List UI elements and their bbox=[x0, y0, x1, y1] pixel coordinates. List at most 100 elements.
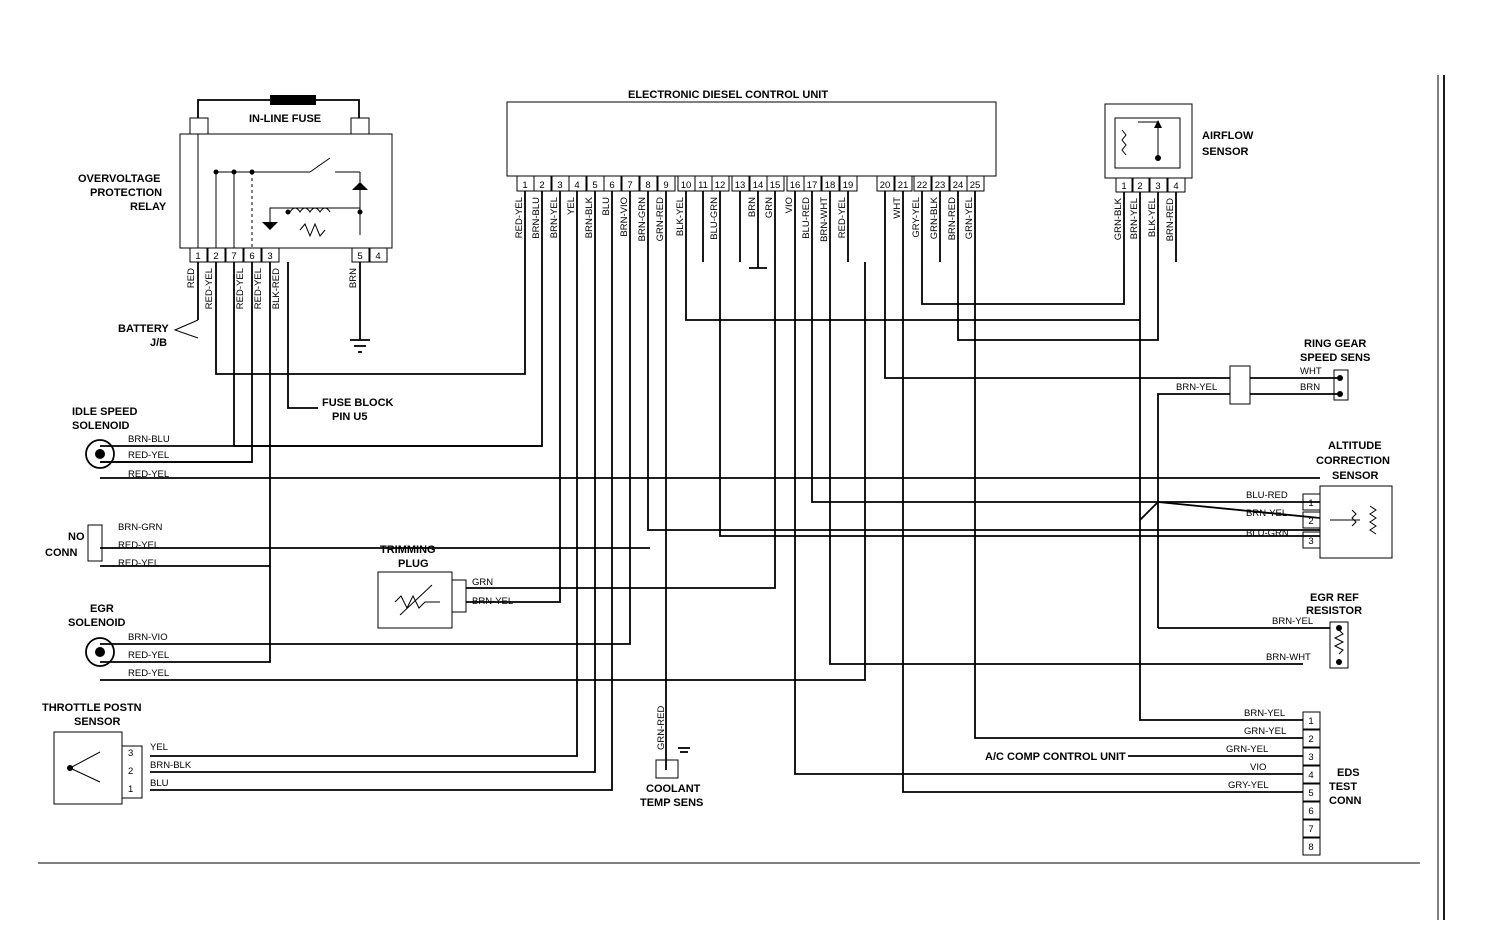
tps-wire-label: BRN-BLK bbox=[150, 760, 192, 771]
ecu-pin-number: 15 bbox=[770, 180, 781, 191]
tps-symbol bbox=[53, 731, 143, 805]
airflow-wire-label: GRN-BLK bbox=[1113, 197, 1124, 240]
ring-label-2: SPEED SENS bbox=[1300, 352, 1370, 364]
coolant-sensor-symbol bbox=[655, 747, 690, 779]
ecu-pin-row: 1RED-YEL2BRN-BLU3BRN-YEL4YEL5BRN-BLK6BLU… bbox=[514, 175, 985, 262]
ecu-pin-number: 8 bbox=[645, 180, 650, 191]
ecu-wire-label: BRN-VIO bbox=[619, 197, 630, 237]
ecu-pin-number: 17 bbox=[807, 180, 818, 191]
alt-label-2: CORRECTION bbox=[1316, 455, 1390, 467]
ecu-pin-number: 6 bbox=[609, 180, 614, 191]
ecu-pin-number: 14 bbox=[753, 180, 764, 191]
eds-wire-label: BRN-YEL bbox=[1244, 708, 1285, 719]
eds-pin bbox=[1302, 729, 1321, 748]
trimming-plug-symbol bbox=[377, 571, 467, 629]
ecu-box bbox=[506, 101, 997, 177]
eds-label-2: TEST bbox=[1329, 781, 1357, 793]
ecu-wire-label: BLU bbox=[601, 197, 612, 216]
egr-wire-label: RED-YEL bbox=[128, 650, 169, 661]
airflow-pin-number: 3 bbox=[1155, 181, 1160, 192]
ecu-wire-label: BRN-YEL bbox=[549, 197, 560, 238]
egrref-label-2: RESISTOR bbox=[1306, 605, 1362, 617]
idle-label-2: SOLENOID bbox=[72, 420, 130, 432]
eds-wire-label: GRN-YEL bbox=[1244, 726, 1286, 737]
alt-pin bbox=[1302, 531, 1321, 549]
eds-wire-label: GRN-YEL bbox=[1226, 744, 1268, 755]
ecu-pin-number: 3 bbox=[557, 180, 562, 191]
ecu-pin-number: 9 bbox=[663, 180, 668, 191]
airflow-pin-number: 4 bbox=[1173, 181, 1178, 192]
noconn-wire-label: BRN-GRN bbox=[118, 522, 162, 533]
egrref-label-1: EGR REF bbox=[1310, 592, 1359, 604]
ecu-pin-number: 21 bbox=[898, 180, 909, 191]
ecu-pin-number: 4 bbox=[574, 180, 579, 191]
alt-pin-number: 2 bbox=[1308, 516, 1313, 527]
eds-pin-number: 3 bbox=[1308, 752, 1313, 763]
ecu-pin-number: 2 bbox=[539, 180, 544, 191]
egr-solenoid-symbol bbox=[85, 637, 115, 667]
relay-internals bbox=[197, 134, 368, 248]
ecu-pin-number: 11 bbox=[698, 180, 708, 191]
eds-pin bbox=[1302, 747, 1321, 766]
relay-wire-label: BRN bbox=[348, 268, 359, 288]
ecu-wire-label: GRN-YEL bbox=[964, 197, 975, 239]
ecu-pin-number: 10 bbox=[681, 180, 692, 191]
coolant-label-2: TEMP SENS bbox=[640, 797, 703, 809]
alt-pin-number: 3 bbox=[1308, 536, 1313, 547]
relay-pin-number: 5 bbox=[357, 251, 362, 262]
relay-wire-label: RED-YEL bbox=[235, 268, 246, 309]
noconn-connector bbox=[87, 524, 103, 562]
ecu-wire-label: GRN bbox=[764, 197, 775, 218]
ecu-label: ELECTRONIC DIESEL CONTROL UNIT bbox=[628, 89, 828, 101]
fuse-block-label-2: PIN U5 bbox=[332, 411, 367, 423]
alt-wire-label: BLU-RED bbox=[1246, 490, 1288, 501]
eds-pin bbox=[1302, 801, 1321, 820]
tps-label-1: THROTTLE POSTN bbox=[42, 702, 142, 714]
ecu-wire-label: BLK-YEL bbox=[675, 197, 686, 236]
ecu-wire-label: BRN bbox=[747, 197, 758, 217]
ecu-wire-label: VIO bbox=[784, 197, 795, 213]
ecu-pin-number: 25 bbox=[970, 180, 981, 191]
eds-wire-label: VIO bbox=[1250, 762, 1266, 773]
trim-wire-label: GRN bbox=[472, 577, 493, 588]
ring-gear-connector bbox=[1229, 365, 1349, 405]
ecu-pin-number: 12 bbox=[715, 180, 726, 191]
airflow-label-1: AIRFLOW bbox=[1202, 130, 1254, 142]
eds-pin bbox=[1302, 837, 1321, 856]
alt-pin bbox=[1302, 493, 1321, 511]
airflow-wire-label: BLK-YEL bbox=[1147, 198, 1158, 237]
ecu-pin-number: 22 bbox=[917, 180, 928, 191]
ecu-wire-label: YEL bbox=[566, 197, 577, 215]
relay-label-3: RELAY bbox=[130, 201, 167, 213]
ecu-wire-label: BRN-BLK bbox=[584, 196, 595, 238]
airflow-internals bbox=[1114, 117, 1181, 169]
ecu-pin-number: 13 bbox=[735, 180, 746, 191]
eds-pin-number: 2 bbox=[1308, 734, 1313, 745]
ecu-pin-number: 7 bbox=[627, 180, 632, 191]
alt-label-1: ALTITUDE bbox=[1328, 440, 1382, 452]
eds-pin-number: 6 bbox=[1308, 806, 1313, 817]
relay-wire-label: RED-YEL bbox=[253, 268, 264, 309]
airflow-pin-number: 1 bbox=[1121, 181, 1126, 192]
relay-pin-number: 3 bbox=[267, 251, 272, 262]
tps-wire-label: BLU bbox=[150, 778, 169, 789]
egr-label-2: SOLENOID bbox=[68, 617, 126, 629]
relay-pin-number: 6 bbox=[249, 251, 254, 262]
ecu-wire-label: BRN-BLU bbox=[531, 197, 542, 239]
ecu-pin-number: 18 bbox=[825, 180, 836, 191]
trim-label-1: TRIMMING bbox=[380, 544, 436, 556]
idle-wire-label: RED-YEL bbox=[128, 450, 169, 461]
airflow-wire-label: BRN-RED bbox=[1165, 198, 1176, 241]
eds-label-3: CONN bbox=[1329, 795, 1361, 807]
eds-pin-number: 8 bbox=[1308, 842, 1313, 853]
airflow-box bbox=[1104, 103, 1193, 179]
